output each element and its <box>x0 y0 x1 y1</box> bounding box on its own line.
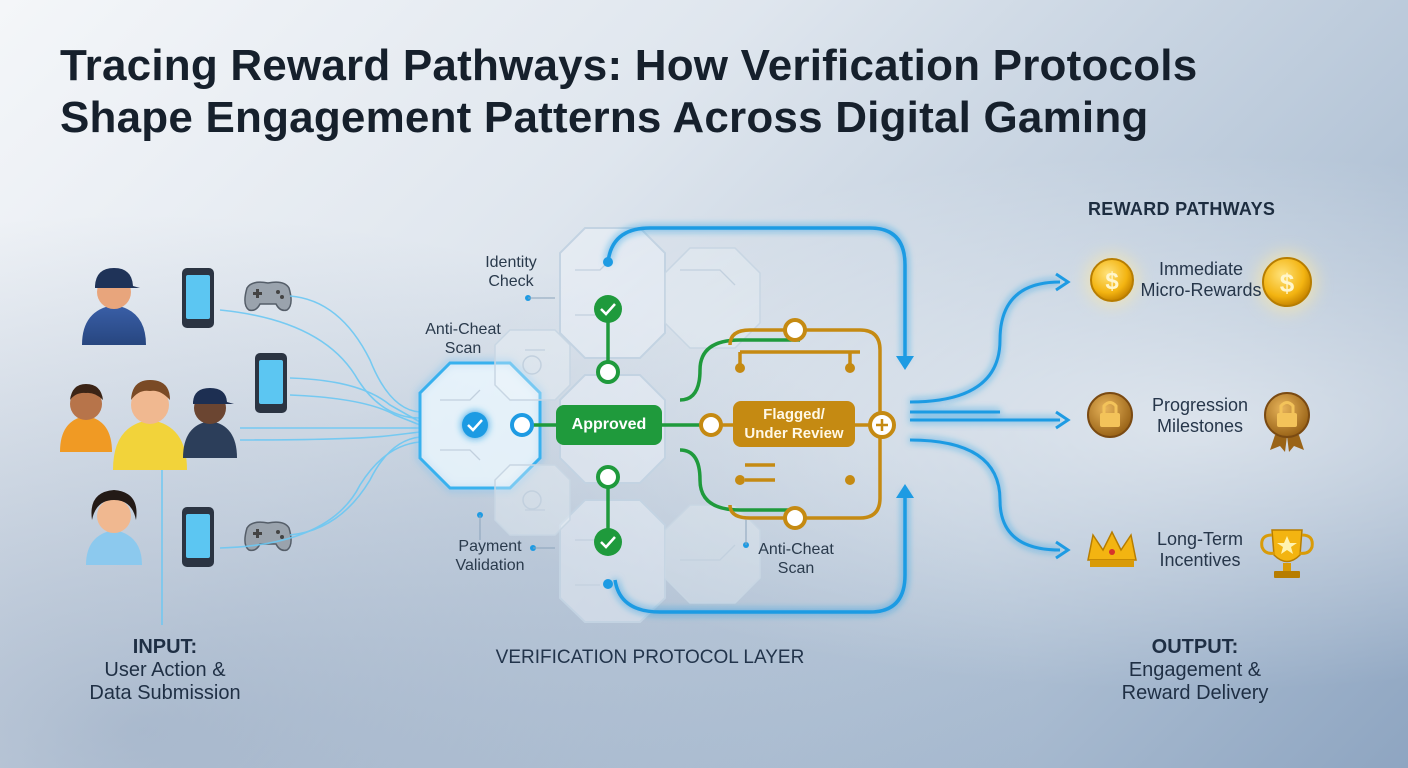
svg-text:$: $ <box>1280 268 1295 298</box>
approved-pill-bg <box>556 405 662 445</box>
junction-node <box>783 506 807 530</box>
smartphone-icon <box>255 353 287 413</box>
flagged-pill-bg <box>733 401 855 447</box>
crown-icon <box>1087 530 1137 567</box>
input-connectors <box>161 295 421 625</box>
caption-line: Data Submission <box>89 682 241 704</box>
caption-line: Engagement & <box>1128 659 1262 681</box>
label-line: Check <box>488 273 534 290</box>
merge-node <box>868 411 896 439</box>
label-line: Anti-Cheat <box>425 321 501 338</box>
caption-heading: INPUT: <box>132 636 198 658</box>
reward-line: Milestones <box>1156 416 1244 436</box>
identity-check-label: Identity Check <box>466 253 556 291</box>
label-line: Payment <box>458 538 522 555</box>
label-line: Identity <box>485 254 537 271</box>
smartphone-icon <box>182 268 214 328</box>
lock-badge-icon <box>1087 392 1133 438</box>
output-paths <box>909 280 1061 552</box>
reward-line: Incentives <box>1159 550 1241 570</box>
label-line: Scan <box>444 340 482 357</box>
anti-cheat-top-label: Anti-Cheat Scan <box>413 320 513 358</box>
user-icon <box>113 380 187 470</box>
input-caption: INPUT: User Action & Data Submission <box>60 636 270 705</box>
gamepad-icon <box>244 521 292 552</box>
smartphone-icon <box>182 507 214 567</box>
caption-line: User Action & <box>104 659 226 681</box>
caption-line: Reward Delivery <box>1121 682 1269 704</box>
page-title: Tracing Reward Pathways: How Verificatio… <box>60 40 1360 144</box>
check-node-payment <box>594 528 622 556</box>
blue-arrowheads <box>896 356 914 498</box>
title-line-1: Tracing Reward Pathways: How Verificatio… <box>60 41 1198 90</box>
output-arrowheads <box>1055 272 1071 560</box>
reward-line: Progression <box>1151 395 1249 415</box>
reward-item: Immediate Micro-Rewards <box>1136 259 1266 301</box>
check-node-identity <box>594 295 622 323</box>
gold-paths <box>716 328 882 520</box>
payment-validation-label: Payment Validation <box>440 537 540 575</box>
junction-node <box>596 360 620 384</box>
reward-item: Long-Term Incentives <box>1140 529 1260 571</box>
label-line: Under Review <box>744 425 844 442</box>
user-icon <box>86 490 142 565</box>
blue-loop-paths <box>606 226 907 614</box>
label-line: Anti-Cheat <box>758 541 834 558</box>
flagged-label: Flagged/ Under Review <box>733 405 855 443</box>
junction-node <box>596 465 620 489</box>
user-icon <box>82 268 146 345</box>
check-node-input <box>462 412 488 438</box>
caption-heading: OUTPUT: <box>1151 636 1239 658</box>
gamepad-icon <box>244 281 292 312</box>
user-icon <box>183 388 237 458</box>
svg-text:$: $ <box>1105 268 1119 295</box>
coin-icon: $ <box>1086 254 1138 306</box>
junction-node <box>510 413 534 437</box>
reward-line: Immediate <box>1158 259 1244 279</box>
approved-label: Approved <box>571 416 647 433</box>
verification-layer-caption: VERIFICATION PROTOCOL LAYER <box>460 646 840 669</box>
output-caption: OUTPUT: Engagement & Reward Delivery <box>1100 636 1290 705</box>
caption-line: VERIFICATION PROTOCOL LAYER <box>495 647 805 668</box>
small-node-dots <box>735 363 855 485</box>
junction-node <box>783 318 807 342</box>
leader-lines <box>479 297 747 549</box>
label-line: Validation <box>455 557 525 574</box>
reward-line: Long-Term <box>1156 529 1244 549</box>
title-line-2: Shape Engagement Patterns Across Digital… <box>60 93 1149 142</box>
trophy-icon <box>1260 529 1314 578</box>
user-icon <box>60 384 112 452</box>
reward-line: Micro-Rewards <box>1140 280 1262 300</box>
reward-item: Progression Milestones <box>1140 395 1260 437</box>
lock-badge-icon <box>1264 392 1310 452</box>
label-line: Flagged/ <box>763 406 825 423</box>
coin-icon: $ <box>1257 252 1317 312</box>
junction-node <box>699 413 723 437</box>
label-line: Scan <box>777 560 815 577</box>
reward-pathways-heading: REWARD PATHWAYS <box>1088 199 1276 219</box>
anti-cheat-bottom-label: Anti-Cheat Scan <box>746 540 846 578</box>
circuit-board <box>418 227 761 623</box>
